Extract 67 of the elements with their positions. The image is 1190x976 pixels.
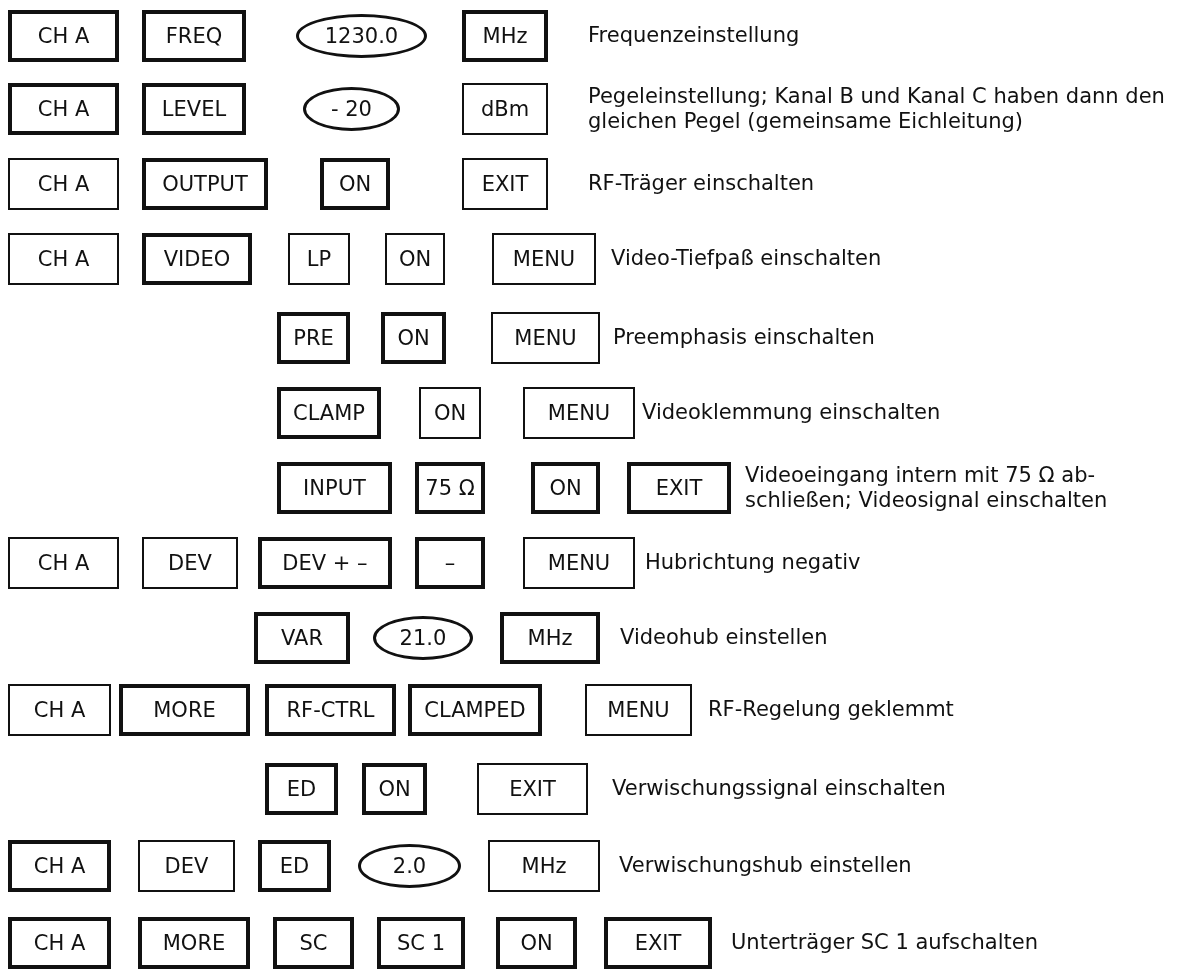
- softkey-box: EXIT: [627, 462, 731, 514]
- softkey-box: CH A: [8, 537, 119, 589]
- step-description: Hubrichtung negativ: [645, 549, 862, 577]
- softkey-box: CH A: [8, 684, 111, 736]
- step-description: RF-Regelung geklemmt: [708, 696, 955, 724]
- softkey-box: MENU: [523, 537, 635, 589]
- softkey-box: OUTPUT: [142, 158, 268, 210]
- softkey-box: ON: [496, 917, 577, 969]
- value-entry-ellipse: 2.0: [358, 844, 461, 888]
- softkey-box: DEV: [138, 840, 235, 892]
- step-description: Video-Tiefpaß einschalten: [611, 245, 883, 273]
- softkey-box: ON: [531, 462, 600, 514]
- step-description: Pegeleinstellung; Kanal B und Kanal C haben dann den gleichen Pegel (gemeinsame Eichleitung): [588, 83, 1166, 135]
- step-description: RF-Träger einschalten: [588, 170, 816, 198]
- softkey-box: EXIT: [604, 917, 712, 969]
- softkey-box: –: [415, 537, 485, 589]
- step-description: Videohub einstellen: [620, 624, 829, 652]
- softkey-box: CH A: [8, 83, 119, 135]
- softkey-box: dBm: [462, 83, 548, 135]
- softkey-box: MORE: [119, 684, 250, 736]
- softkey-box: CH A: [8, 917, 111, 969]
- softkey-box: MENU: [585, 684, 692, 736]
- softkey-box: LEVEL: [142, 83, 246, 135]
- step-description: Unterträger SC 1 aufschalten: [731, 929, 1039, 957]
- step-description: Videoeingang intern mit 75 Ω ab- schließen; Videosignal einschalten: [745, 462, 1109, 514]
- softkey-box: LP: [288, 233, 350, 285]
- softkey-box: MHz: [500, 612, 600, 664]
- softkey-box: VIDEO: [142, 233, 252, 285]
- softkey-box: CLAMPED: [408, 684, 542, 736]
- softkey-box: VAR: [254, 612, 350, 664]
- softkey-box: FREQ: [142, 10, 246, 62]
- softkey-box: DEV: [142, 537, 238, 589]
- softkey-box: DEV + –: [258, 537, 392, 589]
- softkey-box: ON: [419, 387, 481, 439]
- softkey-box: MENU: [492, 233, 596, 285]
- softkey-box: RF-CTRL: [265, 684, 396, 736]
- step-description: Frequenzeinstellung: [588, 22, 801, 50]
- step-description: Verwischungssignal einschalten: [612, 775, 947, 803]
- softkey-box: CH A: [8, 10, 119, 62]
- softkey-box: CH A: [8, 158, 119, 210]
- softkey-box: MENU: [523, 387, 635, 439]
- softkey-box: INPUT: [277, 462, 392, 514]
- softkey-box: ON: [381, 312, 446, 364]
- softkey-box: EXIT: [462, 158, 548, 210]
- step-description: Verwischungshub einstellen: [619, 852, 913, 880]
- softkey-box: CLAMP: [277, 387, 381, 439]
- value-entry-ellipse: - 20: [303, 87, 400, 131]
- value-entry-ellipse: 21.0: [373, 616, 473, 660]
- softkey-box: ED: [258, 840, 331, 892]
- step-description: Videoklemmung einschalten: [642, 399, 942, 427]
- softkey-box: CH A: [8, 233, 119, 285]
- softkey-box: MENU: [491, 312, 600, 364]
- softkey-box: MHz: [462, 10, 548, 62]
- softkey-box: ED: [265, 763, 338, 815]
- softkey-box: CH A: [8, 840, 111, 892]
- softkey-box: PRE: [277, 312, 350, 364]
- softkey-box: MORE: [138, 917, 250, 969]
- softkey-box: 75 Ω: [415, 462, 485, 514]
- softkey-box: SC 1: [377, 917, 465, 969]
- value-entry-ellipse: 1230.0: [296, 14, 427, 58]
- softkey-box: SC: [273, 917, 354, 969]
- softkey-box: ON: [362, 763, 427, 815]
- softkey-box: ON: [385, 233, 445, 285]
- softkey-box: MHz: [488, 840, 600, 892]
- softkey-box: EXIT: [477, 763, 588, 815]
- softkey-box: ON: [320, 158, 390, 210]
- step-description: Preemphasis einschalten: [613, 324, 876, 352]
